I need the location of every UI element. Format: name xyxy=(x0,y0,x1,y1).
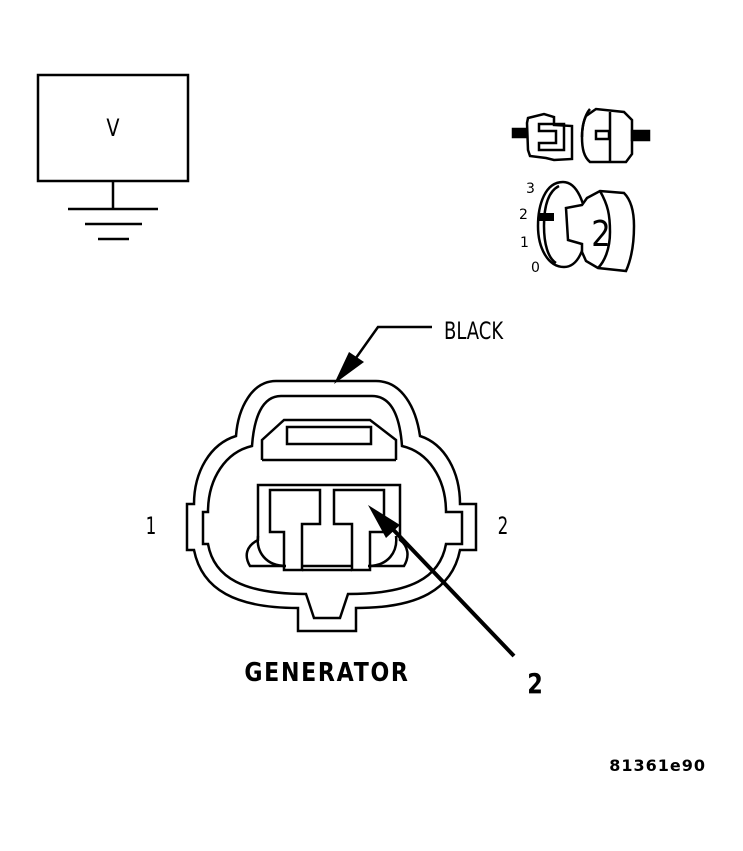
callout-arrowhead-icon xyxy=(368,505,400,538)
pin-label-left: 1 xyxy=(146,512,157,540)
connector-inner-housing xyxy=(201,394,464,620)
generator-connector xyxy=(185,379,478,633)
ignition-key-position-label: 2 xyxy=(591,213,610,255)
connector-latch xyxy=(260,418,398,462)
voltmeter: V xyxy=(36,73,190,241)
callout-label: 2 xyxy=(527,666,543,699)
ignition-position-2: 2 xyxy=(519,207,528,223)
color-arrowhead-icon xyxy=(334,352,364,384)
pin-label-right: 2 xyxy=(498,512,509,540)
connector-outer-housing xyxy=(185,379,478,633)
pin-callout: 2 xyxy=(368,505,543,700)
ignition-position-0: 0 xyxy=(531,260,540,276)
ignition-switch-icon: 3 2 1 0 2 xyxy=(519,180,636,276)
ground-symbol-icon xyxy=(68,207,158,241)
figure-id: 81361e90 xyxy=(609,756,706,775)
voltmeter-label: V xyxy=(106,115,119,143)
connector-name: GENERATOR xyxy=(244,657,409,687)
ignition-position-1: 1 xyxy=(520,235,529,251)
ignition-position-3: 3 xyxy=(526,181,535,197)
connector-color-label: BLACK xyxy=(444,318,504,346)
disconnected-connector-icon xyxy=(511,107,651,164)
color-leader: BLACK xyxy=(334,318,504,384)
connector-cavity xyxy=(245,483,409,572)
ignition-positions: 3 2 1 0 xyxy=(519,181,540,276)
